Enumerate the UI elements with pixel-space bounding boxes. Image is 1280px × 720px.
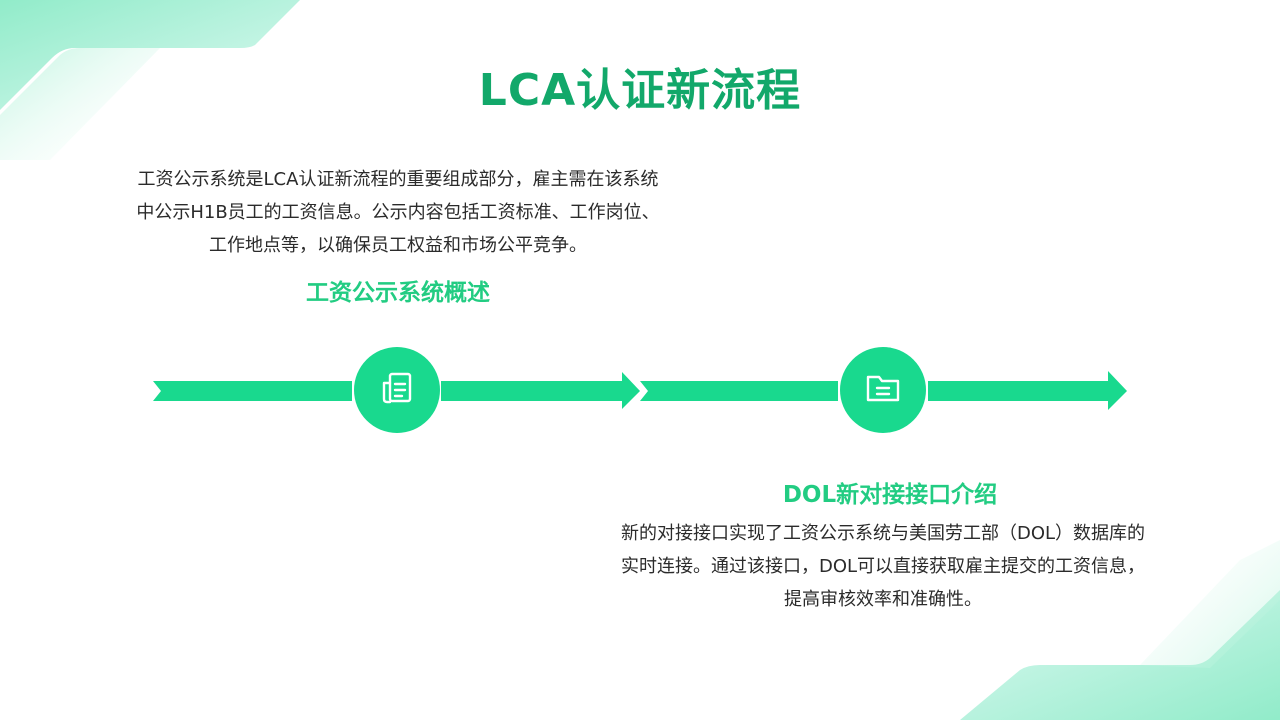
timeline-arrow-1: [441, 372, 640, 409]
document-icon: [380, 371, 414, 409]
section-1-heading: 工资公示系统概述: [306, 280, 490, 306]
section-2-line: 新的对接接口实现了工资公示系统与美国劳工部（DOL）数据库的: [620, 523, 1146, 544]
timeline-node-1: [354, 347, 440, 433]
section-1-line: 中公示H1B员工的工资信息。公示内容包括工资标准、工作岗位、: [136, 202, 660, 223]
bottom-right-decoration: [960, 540, 1280, 720]
top-left-decoration: [0, 0, 300, 160]
section-2-heading: DOL新对接接口介绍: [782, 482, 998, 508]
section-2-description: 新的对接接口实现了工资公示系统与美国劳工部（DOL）数据库的 实时连接。通过该接…: [598, 517, 1168, 616]
section-1-line: 工资公示系统是LCA认证新流程的重要组成部分，雇主需在该系统: [137, 169, 659, 190]
timeline-node-2: [840, 347, 926, 433]
timeline-arrow-middle-segment: [640, 381, 838, 401]
folder-icon: [865, 372, 901, 408]
timeline-arrow-left-segment: [153, 381, 352, 401]
section-2-line: 提高审核效率和准确性。: [784, 589, 982, 610]
section-2-line: 实时连接。通过该接口，DOL可以直接获取雇主提交的工资信息，: [620, 556, 1146, 577]
section-1-line: 工作地点等，以确保员工权益和市场公平竞争。: [209, 235, 587, 256]
timeline-arrow-2: [928, 371, 1127, 410]
slide-title: LCA认证新流程: [478, 65, 802, 116]
section-1-description: 工资公示系统是LCA认证新流程的重要组成部分，雇主需在该系统 中公示H1B员工的…: [118, 163, 678, 262]
